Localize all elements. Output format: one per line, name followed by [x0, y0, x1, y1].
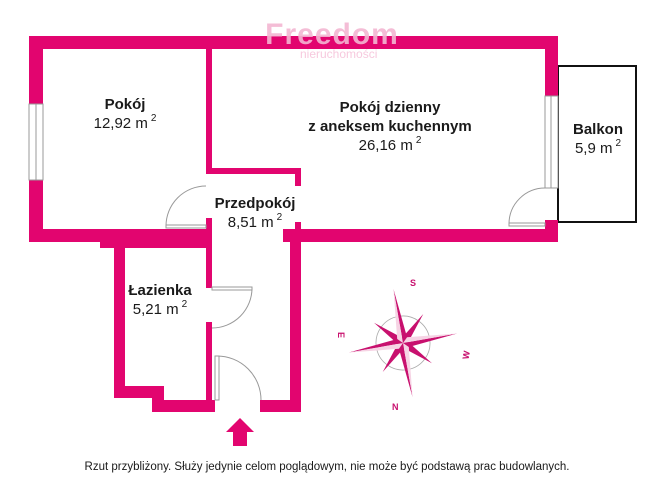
- room-name: Balkon: [572, 121, 623, 138]
- room-name: Pokój dzienny: [339, 99, 441, 116]
- compass-rose-icon: [348, 288, 458, 398]
- compass-west-label: W: [460, 349, 472, 361]
- disclaimer-text: Rzut przybliżony. Służy jedynie celom po…: [84, 461, 570, 473]
- windows: [28, 95, 559, 189]
- walls: [29, 36, 558, 412]
- room-pokoj-dzienny: Pokój dzienny z aneksem kuchennym 26,16 …: [300, 99, 480, 155]
- room-name-line2: z aneksem kuchennym: [308, 117, 472, 135]
- compass-east-label: E: [336, 331, 347, 339]
- room-name: Łazienka: [128, 282, 192, 299]
- room-name: Pokój: [104, 96, 146, 113]
- room-name: Przedpokój: [214, 195, 296, 212]
- compass-north-label: N: [392, 402, 399, 412]
- entrance-arrow-icon: [226, 418, 254, 446]
- compass-south-label: S: [410, 278, 417, 288]
- doors: [165, 185, 546, 401]
